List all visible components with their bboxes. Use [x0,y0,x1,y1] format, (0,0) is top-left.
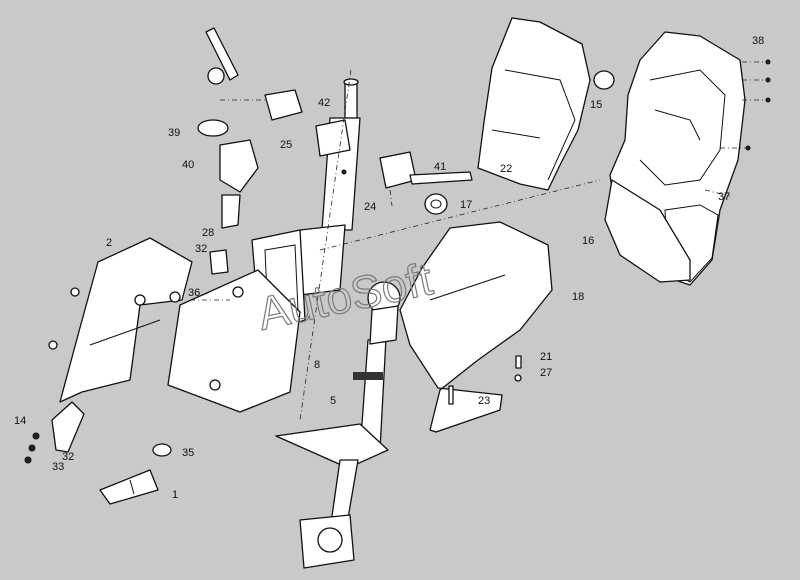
callout-32-lower: 32 [62,451,74,463]
seal-ring-35 [152,443,172,457]
cap-part-15 [593,70,615,90]
callout-37: 37 [718,191,730,203]
callout-18: 18 [572,291,584,303]
connector-part-1 [99,469,159,505]
ring-part-17 [424,193,448,215]
callout-35: 35 [182,447,194,459]
intermediate-shaft-5 [275,281,401,569]
callout-22: 22 [500,163,512,175]
callout-8: 8 [314,359,320,371]
switch-part-41 [379,151,473,207]
callout-17: 17 [460,199,472,211]
callout-24: 24 [364,201,376,213]
mount-bracket-14 [24,401,85,464]
callout-38: 38 [752,35,764,47]
callout-32-upper: 32 [195,243,207,255]
callout-41: 41 [434,161,446,173]
callout-21: 21 [540,351,552,363]
callout-33: 33 [52,461,64,473]
callout-14: 14 [14,415,26,427]
callout-23: 23 [478,395,490,407]
switch-housing-40 [197,119,259,275]
callout-25: 25 [280,139,292,151]
bolts-21-27-23 [448,355,522,405]
callout-27: 27 [540,367,552,379]
callout-36: 36 [188,287,200,299]
callout-40: 40 [182,159,194,171]
callout-42: 42 [318,97,330,109]
callout-15: 15 [590,99,602,111]
lower-cover-16 [604,179,691,283]
callout-39: 39 [168,127,180,139]
callout-labels: 38 15 42 39 25 41 22 40 24 17 37 16 28 2… [14,35,764,501]
upper-cover-panel [477,17,591,191]
assembly-axes [190,69,601,421]
callout-5: 5 [330,395,336,407]
middle-cover-18 [399,221,553,433]
callout-28: 28 [202,227,214,239]
switch-lever [205,27,303,121]
callout-1: 1 [172,489,178,501]
callout-2: 2 [106,237,112,249]
left-bracket-plate [48,237,301,413]
callout-16: 16 [582,235,594,247]
